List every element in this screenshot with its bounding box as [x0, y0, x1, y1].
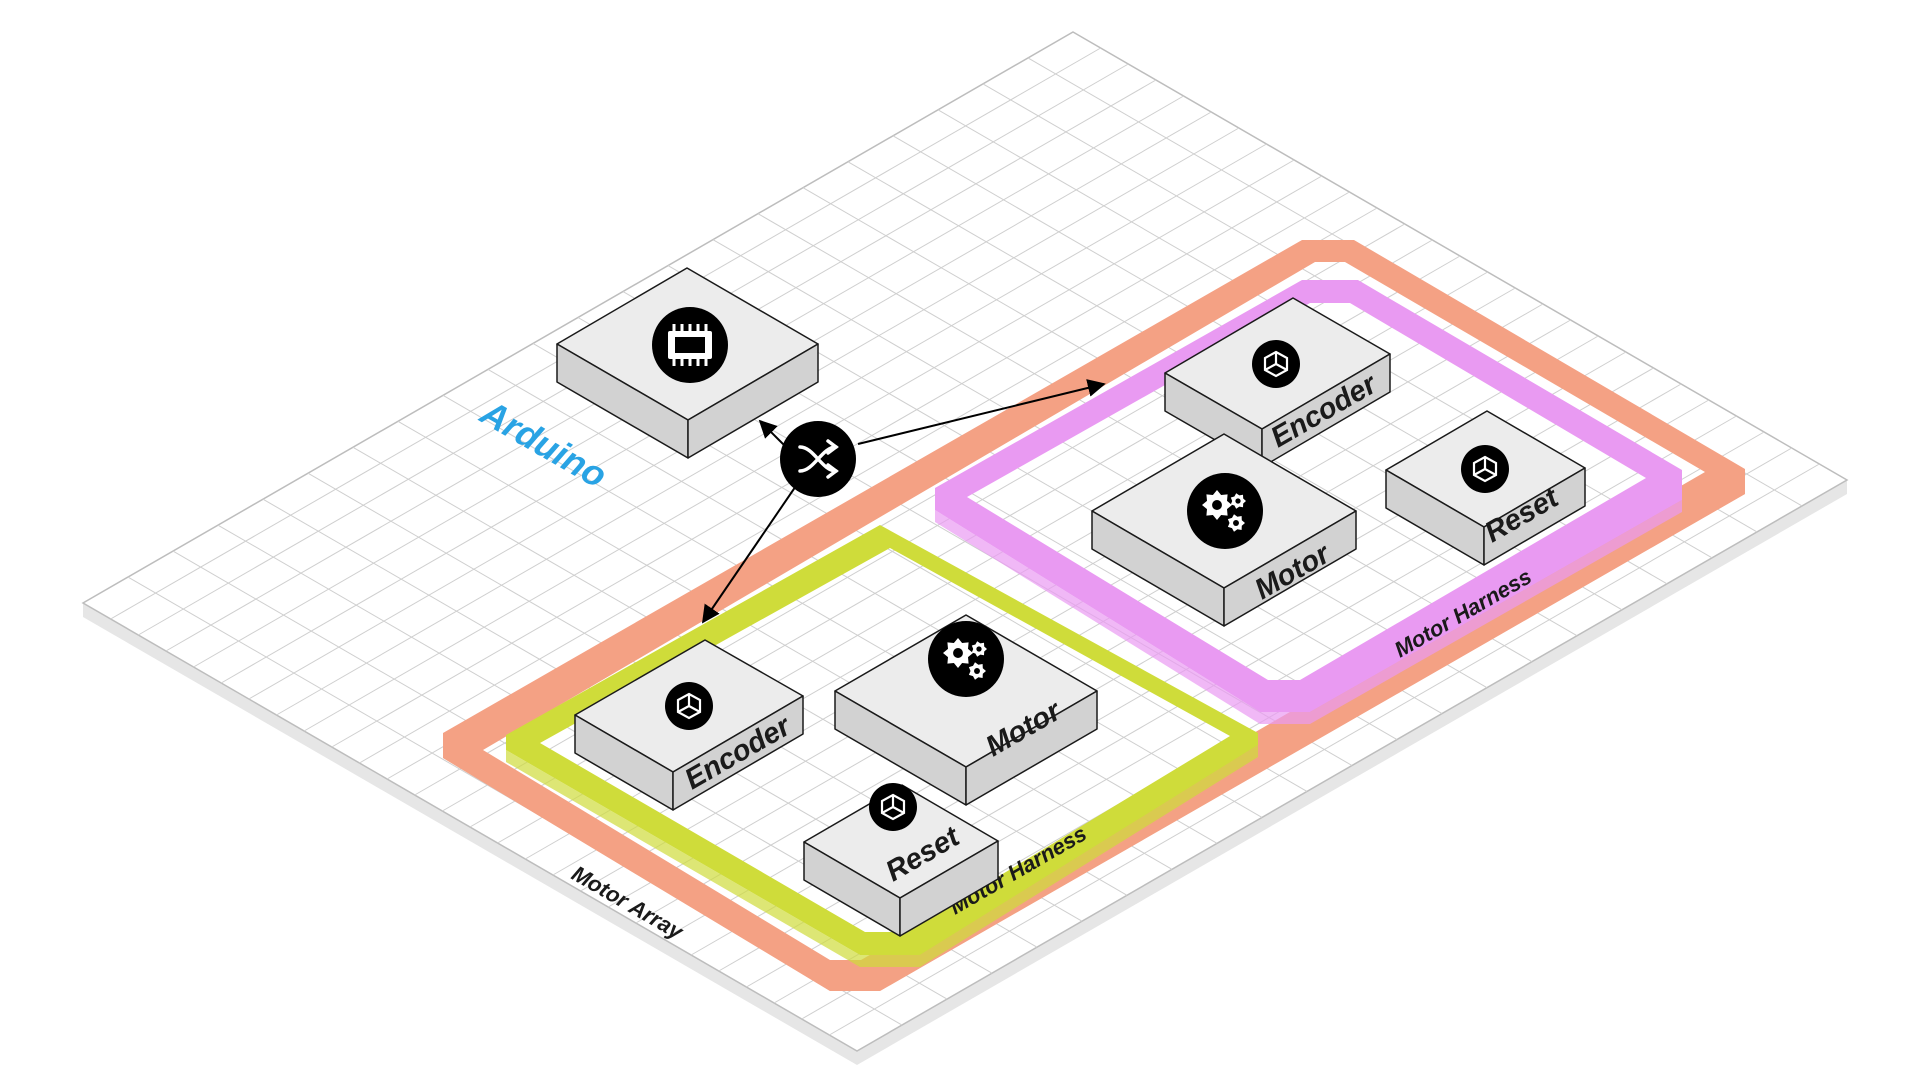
arrow-to-arduino	[758, 419, 786, 447]
encoder-box-2-right	[1261, 353, 1391, 468]
board-side-right	[857, 480, 1847, 1065]
gear-hole	[1233, 520, 1239, 526]
reset-box-1-right	[899, 840, 999, 937]
connection-arrows	[701, 379, 1106, 624]
gears-icon	[1187, 473, 1263, 549]
reset-box-2[interactable]: Reset	[1385, 410, 1586, 566]
arduino-box[interactable]	[556, 267, 819, 459]
board-side-left	[83, 603, 857, 1065]
gear-hole	[974, 668, 980, 674]
motor-harness-2-ring	[935, 280, 1682, 712]
grid-line	[829, 463, 1820, 1036]
motor-harness-2-ring-side	[935, 500, 1682, 724]
motor-box-2-right	[1223, 510, 1357, 627]
gears-icon	[928, 621, 1004, 697]
cube-outline-icon	[1252, 340, 1300, 388]
reset-box-1[interactable]: Reset	[803, 783, 999, 937]
shuffle-icon	[780, 421, 856, 497]
arrow-to-harness-1	[701, 479, 801, 624]
gear-hole	[1212, 500, 1222, 510]
arrow-to-harness-2	[857, 379, 1106, 445]
motor-box-1[interactable]: Motor	[834, 614, 1098, 806]
chip-icon	[652, 307, 728, 383]
encoder-box-1[interactable]: Encoder	[574, 639, 804, 811]
motor-box-2[interactable]: Motor	[1091, 433, 1357, 627]
encoder-box-2[interactable]: Encoder	[1164, 297, 1391, 468]
motor-harness-1-ring	[506, 525, 1258, 955]
gear-hole	[953, 648, 963, 658]
gear-hole	[976, 646, 982, 652]
cube-outline-icon	[665, 682, 713, 730]
cube-outline-icon	[1461, 445, 1509, 493]
motor-box-1-right	[965, 690, 1098, 806]
arduino-box-right	[687, 343, 819, 459]
reset-box-2-right	[1483, 467, 1586, 566]
grid-line	[359, 191, 1350, 764]
cube-outline-icon	[869, 783, 917, 831]
encoder-box-1-right	[672, 695, 804, 811]
gear-hole	[1235, 498, 1241, 504]
